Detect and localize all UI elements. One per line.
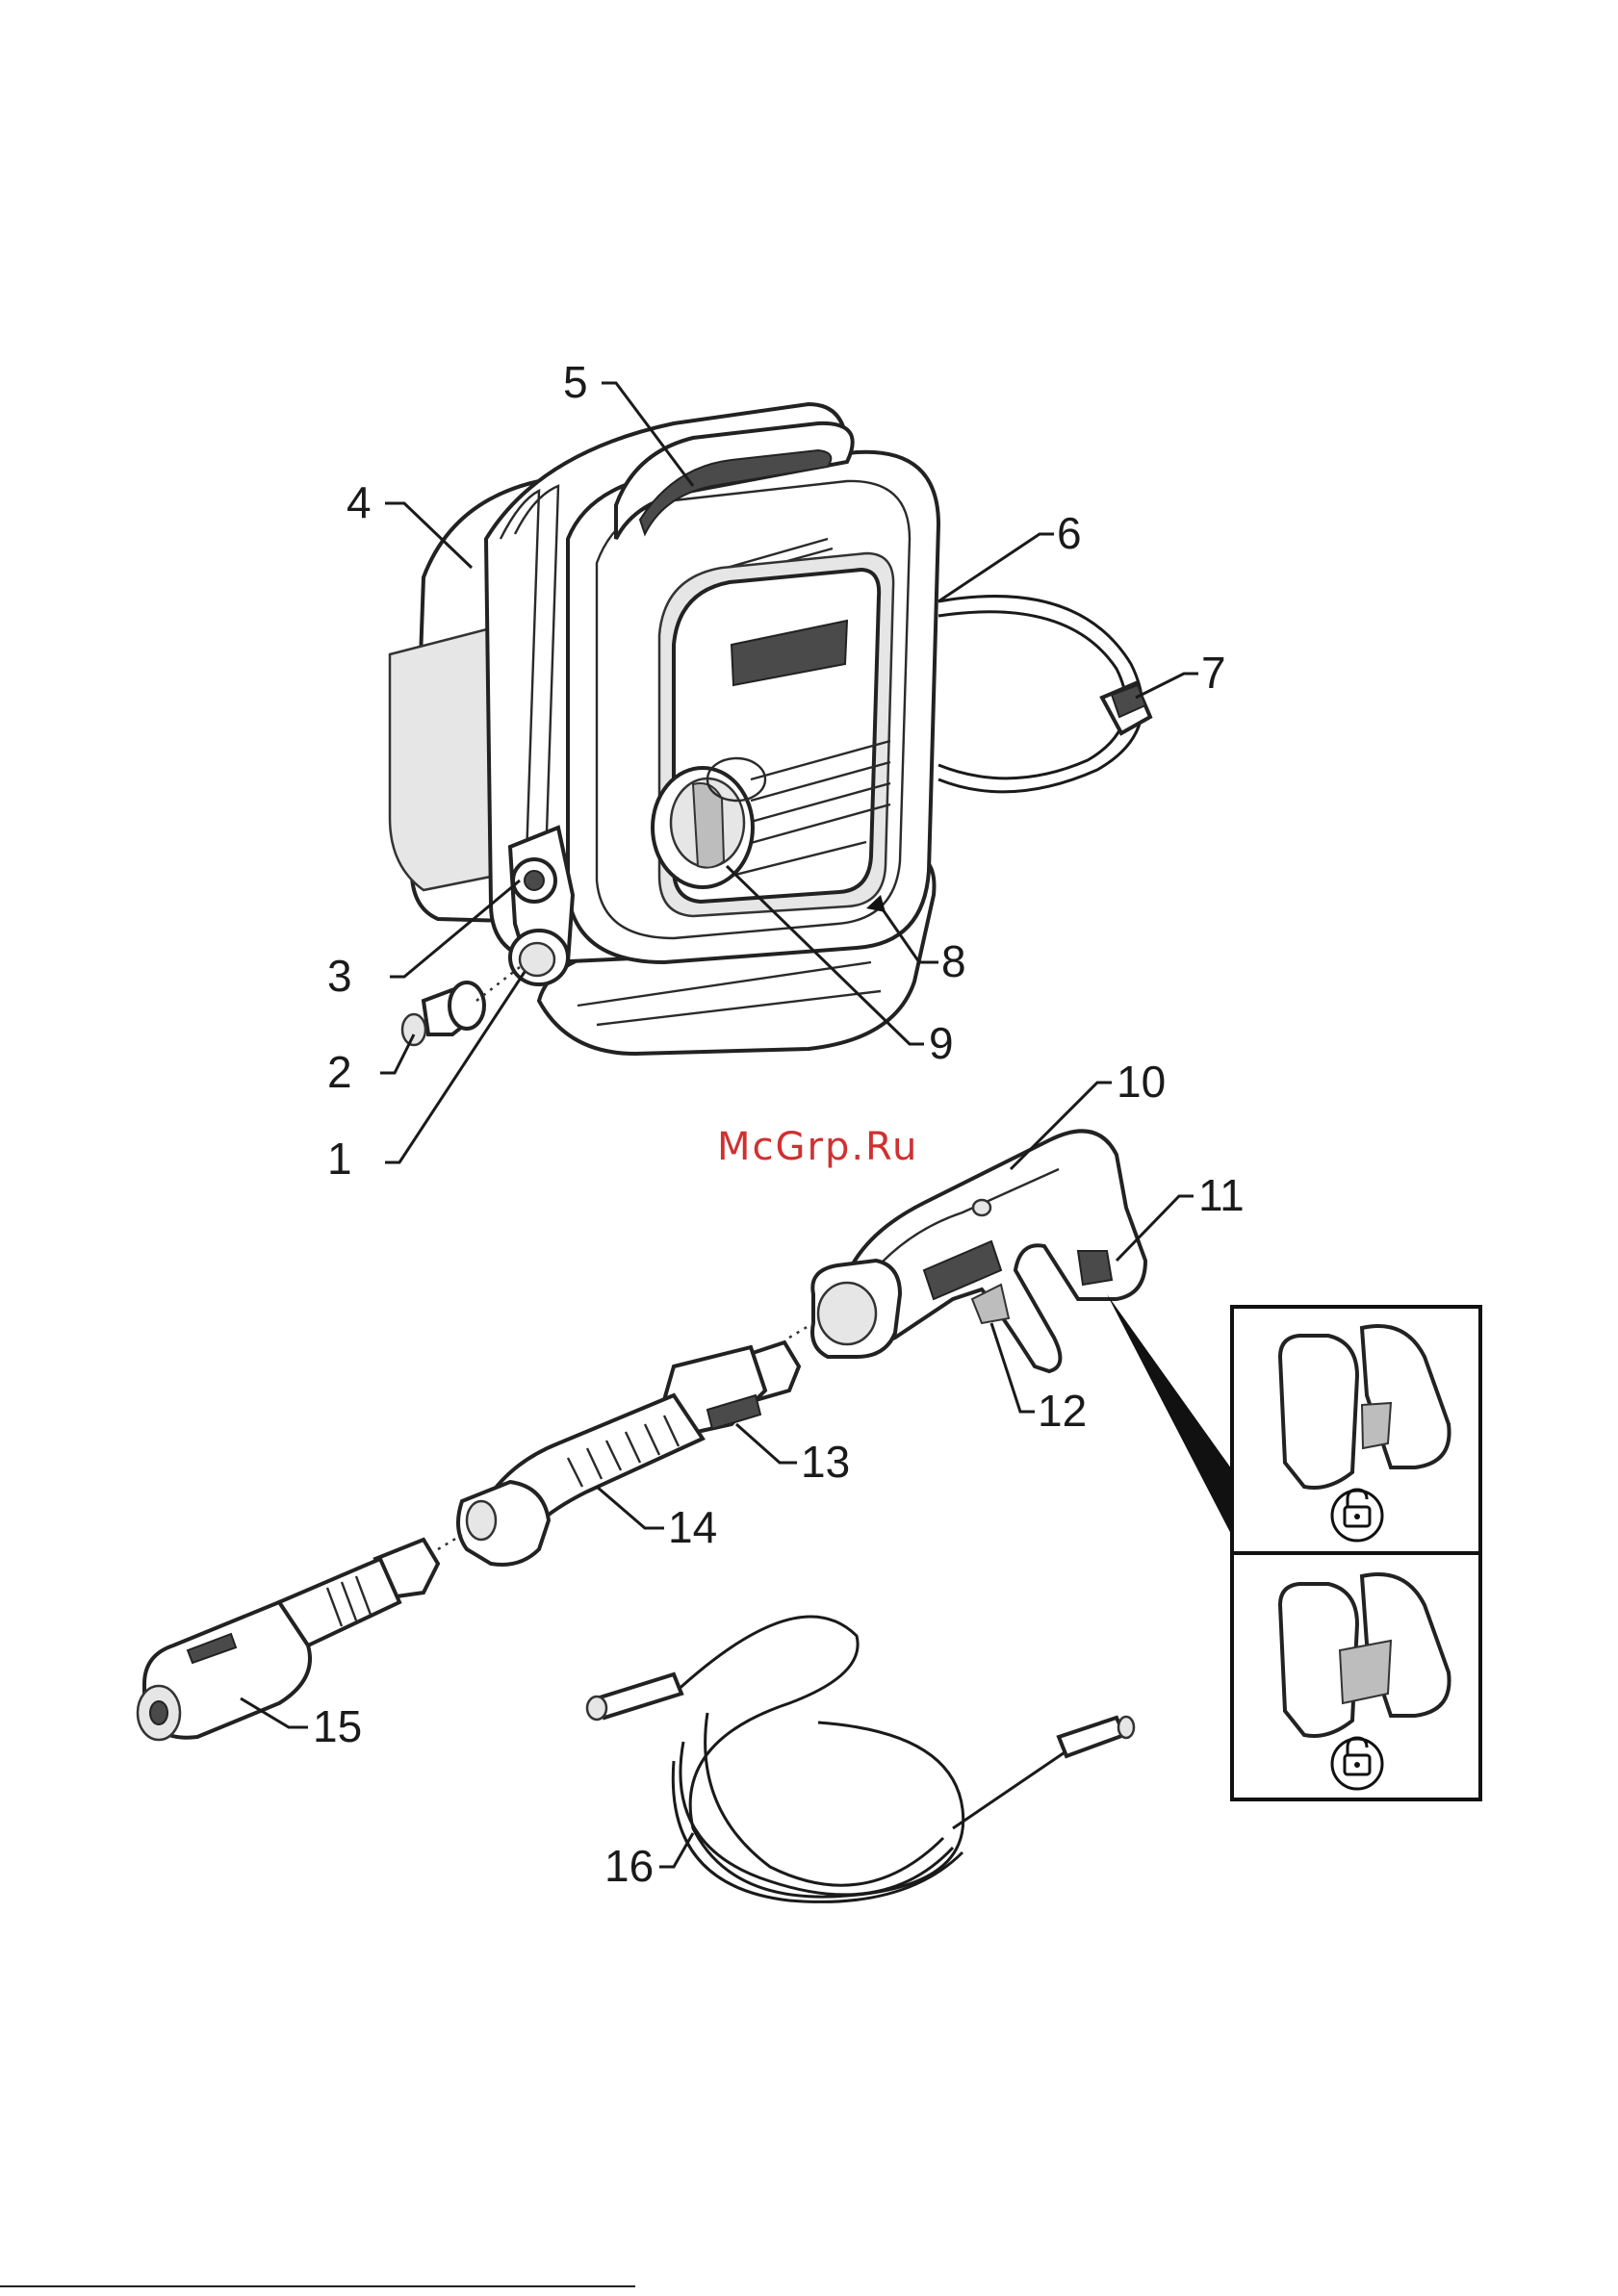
callout-1: 1 (327, 1134, 352, 1184)
pressure-washer-unit (390, 404, 1150, 1054)
spray-nozzle (138, 1540, 438, 1740)
unlocked-padlock-icon (1332, 1490, 1382, 1541)
callout-8: 8 (941, 936, 966, 986)
callout-2: 2 (327, 1047, 352, 1097)
callout-7: 7 (1201, 648, 1226, 698)
callout-12: 12 (1038, 1386, 1087, 1436)
callout-9: 9 (929, 1018, 954, 1068)
callout-3: 3 (327, 951, 352, 1001)
watermark: McGrp.Ru (717, 1125, 918, 1169)
callout-15: 15 (313, 1701, 362, 1751)
trigger-lock-detail-inset (1107, 1294, 1480, 1799)
callout-14: 14 (668, 1502, 717, 1552)
callout-13: 13 (801, 1437, 850, 1487)
callout-16: 16 (604, 1841, 654, 1891)
callout-6: 6 (1057, 508, 1082, 558)
callout-5: 5 (563, 357, 588, 407)
high-pressure-hose (587, 1617, 1134, 1901)
callout-10: 10 (1117, 1057, 1166, 1107)
spray-lance (438, 1342, 799, 1565)
callout-11: 11 (1198, 1170, 1245, 1220)
callout-4: 4 (347, 477, 372, 527)
locked-padlock-icon (1332, 1738, 1382, 1789)
